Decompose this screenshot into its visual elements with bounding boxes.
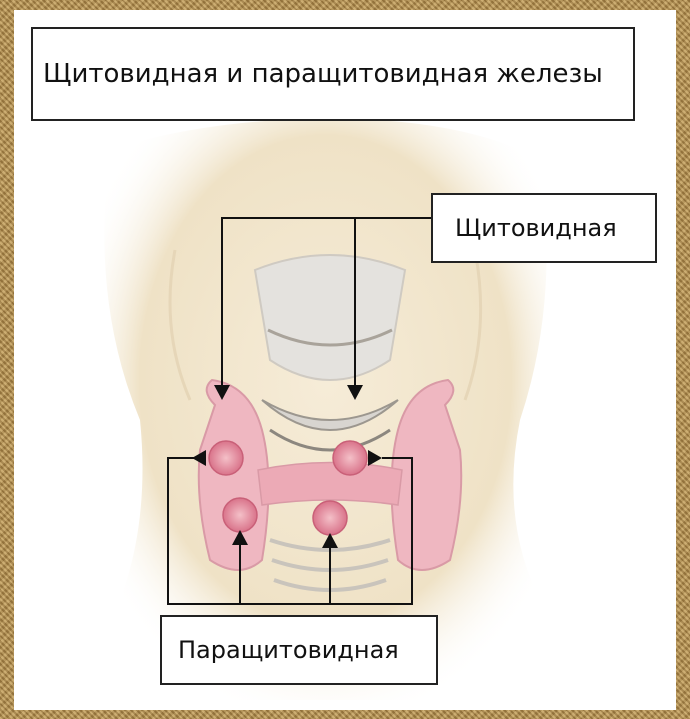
title-box: Щитовидная и паращитовидная железы <box>31 27 635 121</box>
parathyroid-label-box: Паращитовидная <box>160 615 438 685</box>
thyroid-label: Щитовидная <box>455 214 617 242</box>
parathyroid-dot <box>333 441 367 475</box>
thyroid-label-box: Щитовидная <box>431 193 657 263</box>
parathyroid-dot <box>313 501 347 535</box>
thyroid-isthmus <box>258 463 402 506</box>
parathyroid-dot <box>223 498 257 532</box>
larynx-shape <box>255 255 405 380</box>
diagram-title: Щитовидная и паращитовидная железы <box>43 59 603 89</box>
parathyroid-dot <box>209 441 243 475</box>
parathyroid-label: Паращитовидная <box>178 636 399 664</box>
